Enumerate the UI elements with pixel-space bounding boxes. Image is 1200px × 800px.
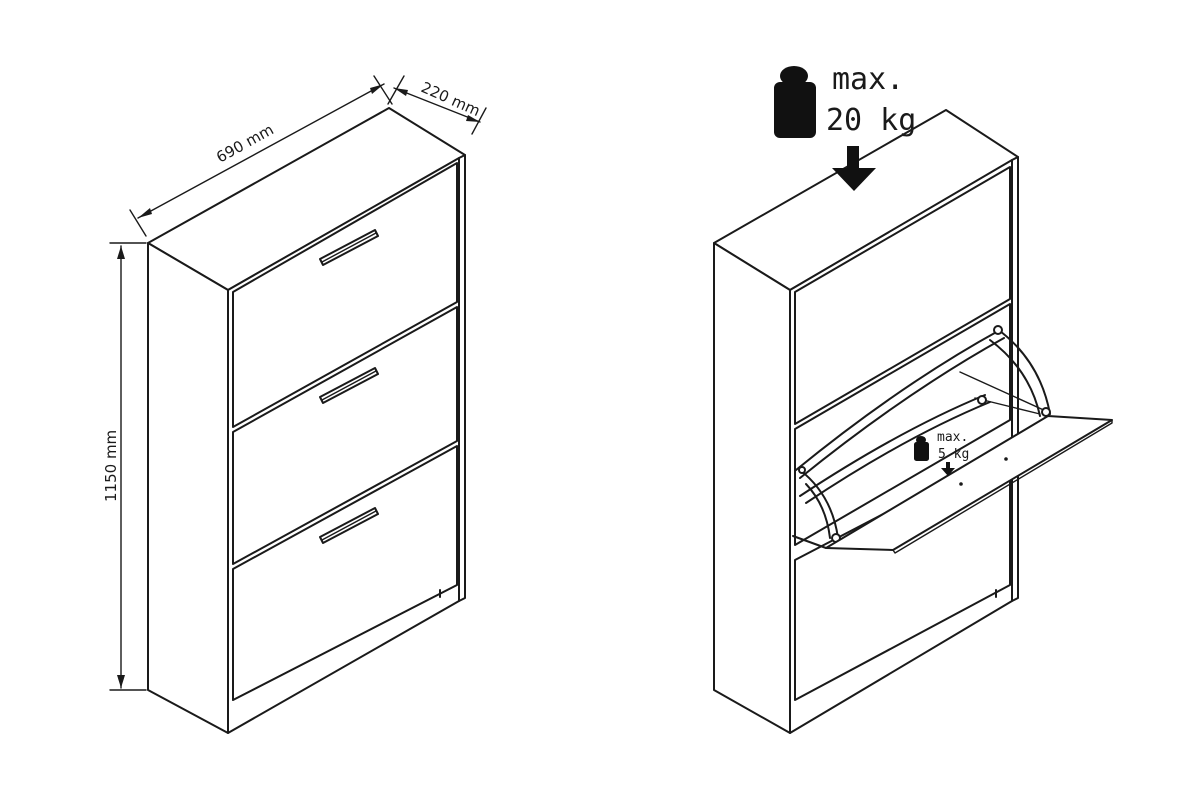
drawer-handle-2 (319, 367, 379, 404)
flap-hole-1 (959, 482, 963, 486)
open-flap-edge (892, 419, 1113, 554)
top-load-value-label: 20 kg (826, 103, 916, 138)
open-cabinet: max. 20 kg max. 5 kg (713, 62, 1113, 734)
drawer-load-max-label: max. (937, 430, 968, 445)
weight-icon (774, 66, 816, 138)
small-down-arrow-icon (941, 462, 955, 476)
drawer-handle-3 (319, 507, 379, 544)
pivot-top-right (993, 325, 1003, 335)
drawer-front-1 (232, 162, 458, 428)
drawer-cavity (794, 303, 1011, 546)
down-arrow-icon (832, 146, 876, 191)
height-dimension: 1150 mm (102, 242, 147, 691)
pivot-mid (977, 395, 987, 405)
small-weight-icon (914, 436, 929, 461)
top-load-max-label: max. (832, 62, 904, 97)
pivot-left (798, 466, 806, 474)
pivot-right (1041, 407, 1051, 417)
depth-label: 220 mm (418, 78, 483, 120)
plinth-line (232, 584, 458, 701)
flap-hole-2 (1004, 457, 1008, 461)
shoe-rack-mechanism (795, 325, 1051, 543)
open-cabinet-side (713, 242, 791, 734)
flap-hinge-line (792, 535, 827, 549)
drawer-front-2 (232, 306, 458, 565)
closed-cabinet: 690 mm 220 mm 1150 mm (102, 75, 487, 734)
height-label: 1150 mm (102, 430, 120, 502)
cabinet-side (147, 242, 229, 734)
drawer-handle-1 (319, 229, 379, 266)
drawer-load-value-label: 5 kg (938, 447, 969, 462)
open-drawer-front-top (794, 166, 1011, 425)
